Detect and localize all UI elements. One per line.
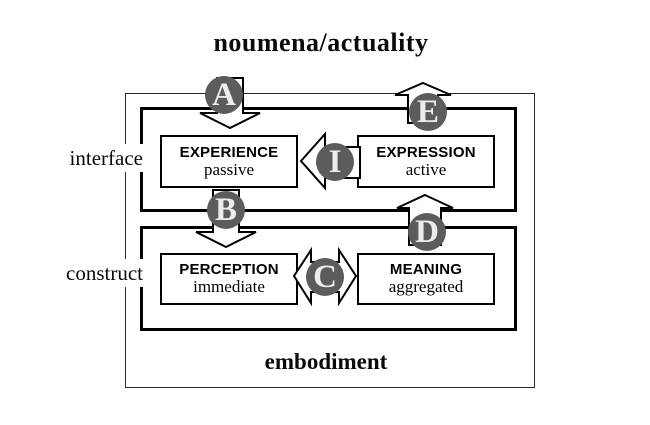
perception-title: PERCEPTION: [179, 261, 279, 279]
experience-title: EXPERIENCE: [179, 143, 279, 161]
arrow-i-badge: I: [316, 143, 354, 181]
embodiment-label: embodiment: [264, 349, 388, 374]
expression-title: EXPRESSION: [376, 143, 476, 161]
arrow-a-badge: A: [205, 76, 243, 114]
meaning-box: MEANING aggregated: [357, 253, 495, 305]
expression-subtitle: active: [405, 159, 447, 179]
diagram-title: noumena/actuality: [213, 28, 429, 57]
arrow-c-badge: C: [306, 258, 344, 296]
meaning-title: MEANING: [389, 261, 463, 279]
perception-subtitle: immediate: [193, 277, 265, 297]
expression-box: EXPRESSION active: [357, 135, 495, 188]
experience-box: EXPERIENCE passive: [160, 135, 298, 188]
arrow-b-badge: B: [207, 191, 245, 229]
arrow-d-badge: D: [408, 213, 446, 251]
meaning-subtitle: aggregated: [388, 277, 464, 297]
arrow-e-badge: E: [409, 93, 447, 131]
construct-label: construct: [40, 259, 143, 287]
experience-subtitle: passive: [203, 159, 255, 179]
interface-label: interface: [40, 144, 143, 172]
perception-box: PERCEPTION immediate: [160, 253, 298, 305]
